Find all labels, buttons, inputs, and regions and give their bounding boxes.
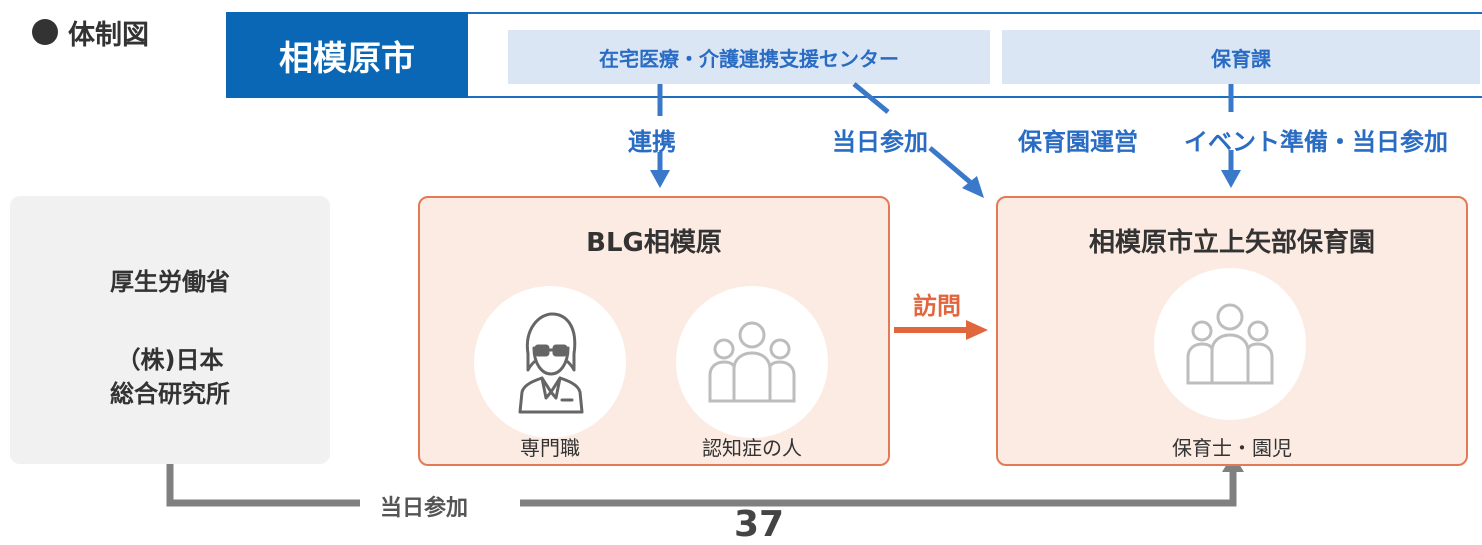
event-prep-label: イベント準備・当日参加 — [1184, 128, 1448, 156]
tojitsu-diagonal-connector — [852, 82, 984, 198]
dementia-person-caption: 認知症の人 — [702, 436, 802, 460]
group-circle-blg — [676, 286, 828, 438]
company-label-line2: 総合研究所 — [110, 380, 230, 408]
city-name: 相模原市 — [226, 12, 468, 98]
visit-label: 訪問 — [913, 292, 961, 320]
group-people-icon — [708, 321, 796, 403]
bullet-icon — [32, 19, 58, 45]
renkei-connector — [650, 84, 670, 188]
bottom-tojitsu-label: 当日参加 — [368, 490, 481, 522]
tojitsu-sanka-label: 当日参加 — [832, 128, 928, 156]
professional-circle — [474, 286, 626, 438]
company-label-line1: （株)日本 — [116, 346, 224, 374]
nursery-operation-label: 保育園運営 — [1018, 128, 1138, 156]
group-people-icon — [1186, 303, 1274, 385]
childcare-connector — [1221, 84, 1241, 188]
dept-childcare-division: 保育課 — [1002, 30, 1480, 84]
section-title: 体制図 — [32, 10, 149, 54]
blg-title: BLG相模原 — [586, 228, 722, 258]
visit-arrow — [894, 320, 988, 340]
section-title-text: 体制図 — [68, 19, 149, 51]
professional-caption: 専門職 — [520, 436, 580, 460]
dept-home-care-center: 在宅医療・介護連携支援センター — [508, 30, 990, 84]
page-number: 37 — [734, 504, 785, 545]
professional-person-icon — [518, 312, 584, 414]
renkei-label: 連携 — [628, 128, 676, 156]
nursery-title: 相模原市立上矢部保育園 — [1088, 228, 1375, 258]
mhlw-label: 厚生労働省 — [110, 268, 230, 296]
group-circle-nursery — [1154, 268, 1306, 420]
mhlw-box — [10, 196, 330, 464]
nursery-caption: 保育士・園児 — [1172, 436, 1292, 460]
